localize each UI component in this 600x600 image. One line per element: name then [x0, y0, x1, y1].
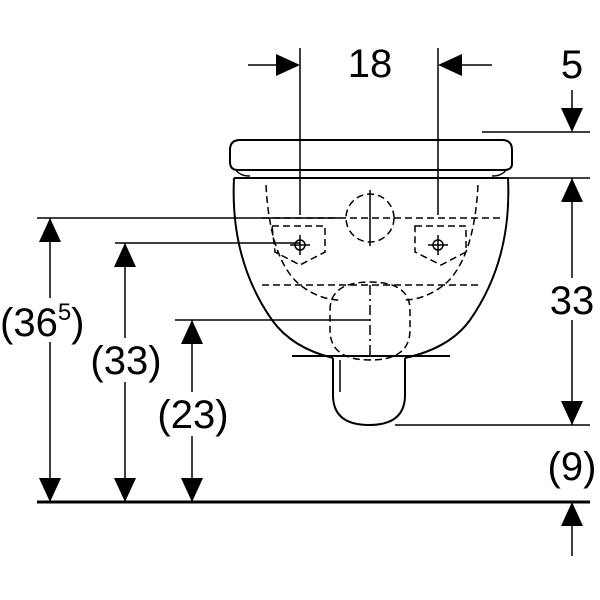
hidden-outlet — [329, 281, 411, 361]
dimension-fixing-height: (33) — [88, 242, 300, 502]
label-33: 33 — [550, 279, 595, 323]
label-23: (23) — [157, 393, 228, 437]
dimension-outlet-above-floor: (9) — [548, 445, 597, 556]
hidden-fixing-left — [271, 225, 326, 266]
hidden-fixing-right — [414, 225, 467, 266]
hidden-inner-bowl — [265, 184, 479, 301]
toilet-bowl — [232, 177, 510, 359]
fixing-hole-right — [428, 235, 448, 255]
dimension-fixing-spacing: 18 — [248, 42, 492, 215]
seat-hinge — [235, 169, 507, 177]
toilet-seat-lid — [229, 139, 513, 171]
label-33-left: (33) — [90, 339, 161, 383]
dimension-total-height: (365) — [0, 217, 340, 502]
label-5: 5 — [561, 43, 583, 87]
dimension-outlet-height: (23) — [154, 319, 370, 502]
label-18: 18 — [348, 42, 393, 86]
fixing-hole-left — [290, 235, 310, 255]
outlet-spigot — [332, 358, 406, 427]
label-9: (9) — [548, 445, 597, 489]
dimension-bowl-height: 33 — [395, 178, 599, 426]
label-36-5: (365) — [0, 299, 85, 345]
dimension-seat-offset: 5 — [482, 43, 590, 179]
